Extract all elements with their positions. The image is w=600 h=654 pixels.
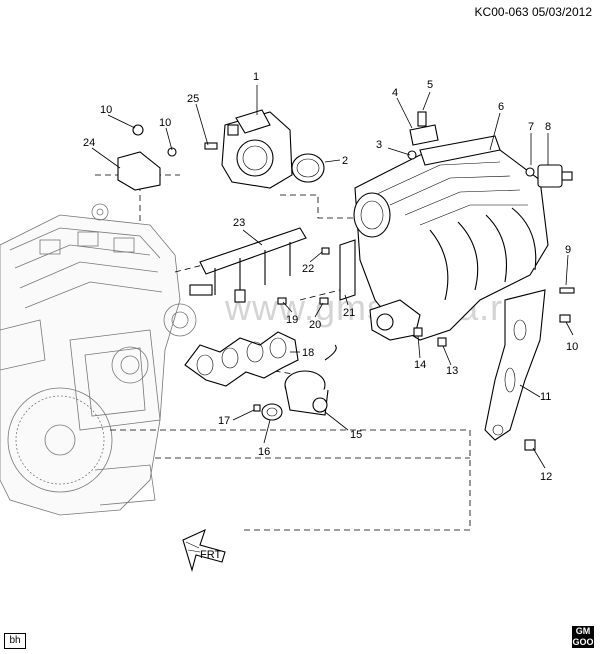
front-label: FRT xyxy=(200,549,221,561)
engine-block xyxy=(0,203,197,516)
manifold-bracket xyxy=(484,289,546,441)
callout-2: 2 xyxy=(342,155,348,167)
callout-13: 13 xyxy=(446,365,458,377)
callout-20: 20 xyxy=(309,319,321,331)
callout-11: 11 xyxy=(540,391,551,403)
purge-seal xyxy=(253,403,283,421)
callout-14: 14 xyxy=(414,359,426,371)
callout-8: 8 xyxy=(545,121,551,133)
callout-22: 22 xyxy=(302,263,314,275)
callout-labels: 1 2 3 4 5 6 7 8 9 10 10 10 11 12 13 14 1… xyxy=(83,71,578,483)
callout-16: 16 xyxy=(258,446,270,458)
callout-6: 6 xyxy=(498,101,504,113)
callout-10-left: 10 xyxy=(100,104,112,116)
front-arrow-icon: FRT xyxy=(182,528,226,573)
intake-manifold xyxy=(353,135,549,341)
footer-tag: bh xyxy=(4,633,26,649)
callout-9: 9 xyxy=(565,244,571,256)
gm-logo: GM GOO xyxy=(572,626,594,648)
callout-21: 21 xyxy=(343,307,355,319)
callout-5: 5 xyxy=(427,79,433,91)
fuel-rail xyxy=(189,227,307,303)
solenoid-valve xyxy=(525,164,573,188)
callout-25: 25 xyxy=(187,93,199,105)
callout-24: 24 xyxy=(83,137,95,149)
callout-7: 7 xyxy=(528,121,534,133)
purge-valve xyxy=(284,344,337,416)
callout-10-right: 10 xyxy=(566,341,578,353)
manifold-gasket xyxy=(184,331,299,387)
callout-19: 19 xyxy=(286,314,298,326)
manifold-sensor xyxy=(407,111,439,160)
callout-12: 12 xyxy=(540,471,552,483)
callout-1: 1 xyxy=(253,71,259,83)
diagram-code: KC00-063 05/03/2012 xyxy=(474,5,592,19)
callout-17: 17 xyxy=(218,415,230,427)
throttle-body xyxy=(221,109,293,189)
callout-3: 3 xyxy=(376,139,382,151)
callout-leaders xyxy=(91,85,574,469)
callout-18: 18 xyxy=(302,347,314,359)
throttle-gasket xyxy=(291,153,325,183)
callout-23: 23 xyxy=(233,217,245,229)
callout-4: 4 xyxy=(392,87,398,99)
callout-15: 15 xyxy=(350,429,362,441)
bolts xyxy=(204,142,575,451)
callout-10-mid: 10 xyxy=(159,117,171,129)
left-bracket xyxy=(117,124,177,191)
